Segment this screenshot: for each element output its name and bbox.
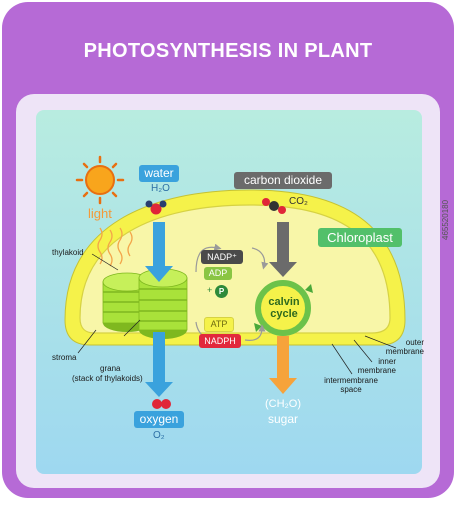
oxygen-label: oxygen bbox=[134, 411, 184, 428]
stock-id-label: 465520180 bbox=[441, 199, 450, 240]
light-rays bbox=[97, 227, 133, 267]
oxygen-arrow bbox=[145, 332, 173, 397]
carbon-dioxide-label: carbon dioxide bbox=[234, 172, 332, 189]
chloroplast-label: Chloroplast bbox=[318, 228, 402, 247]
nadph-label: NADPH bbox=[199, 334, 241, 348]
sugar-arrow bbox=[269, 336, 297, 394]
calvin-cycle-label: calvin cycle bbox=[268, 296, 300, 320]
sun-icon bbox=[75, 155, 125, 205]
outer-membrane-label: outer membrane bbox=[385, 338, 424, 356]
thylakoid-label: thylakoid bbox=[52, 248, 84, 257]
water-arrow bbox=[145, 222, 173, 282]
water-label: water bbox=[139, 165, 179, 182]
atp-label: ATP bbox=[204, 317, 234, 332]
water-formula: H₂O bbox=[151, 183, 170, 194]
co2-formula: CO₂ bbox=[289, 196, 308, 207]
inner-membrane-label: inner membrane bbox=[357, 357, 396, 375]
co2-arrow bbox=[269, 222, 297, 277]
calvin-cycle-icon bbox=[254, 280, 313, 336]
adp-label: ADP bbox=[204, 267, 232, 280]
nadp-label: NADP⁺ bbox=[201, 250, 243, 264]
grana-label: grana bbox=[100, 364, 121, 373]
stroma-label: stroma bbox=[52, 353, 77, 362]
oxygen-formula: O₂ bbox=[153, 430, 165, 441]
intermembrane-space-label: intermembrane space bbox=[324, 376, 378, 394]
water-molecule-icon bbox=[145, 200, 167, 215]
page-title: PHOTOSYNTHESIS IN PLANT bbox=[83, 40, 373, 62]
co2-molecule-icon bbox=[262, 198, 286, 214]
grana-stack-right bbox=[138, 268, 188, 339]
label-pointer-lines bbox=[77, 253, 397, 375]
plus-sign: + bbox=[207, 285, 213, 295]
light-label: light bbox=[88, 206, 112, 221]
grana-note-label: (stack of thylakoids) bbox=[72, 374, 143, 383]
phosphate-label: P bbox=[215, 285, 228, 298]
sugar-formula: (CH₂O) bbox=[264, 398, 302, 410]
sugar-label: sugar bbox=[267, 412, 299, 426]
oxygen-molecule-icon bbox=[152, 399, 171, 409]
